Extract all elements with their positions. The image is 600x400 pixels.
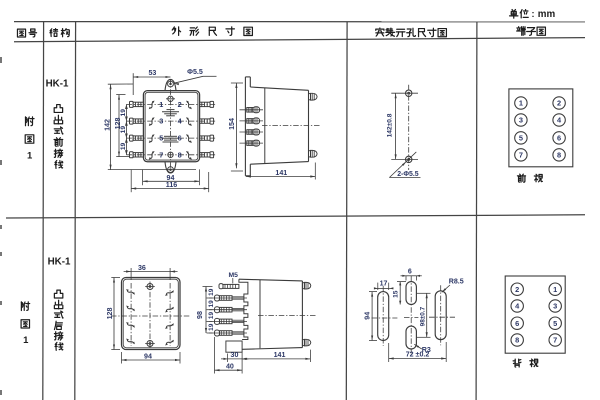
svg-text:1: 1	[27, 151, 33, 162]
svg-text:1: 1	[23, 335, 29, 346]
svg-text:94: 94	[364, 312, 372, 320]
svg-text:19: 19	[208, 288, 215, 296]
svg-text:1: 1	[519, 99, 523, 108]
svg-text:5: 5	[159, 134, 163, 143]
svg-text:19: 19	[120, 109, 127, 117]
svg-text:128: 128	[114, 118, 122, 130]
svg-text::: :	[532, 9, 535, 19]
svg-text:R8.5: R8.5	[449, 277, 464, 285]
svg-text:HK-1: HK-1	[48, 257, 71, 268]
svg-text:141: 141	[274, 351, 286, 359]
svg-text:6: 6	[557, 134, 561, 143]
svg-text:19: 19	[208, 312, 215, 320]
svg-text:98±0.7: 98±0.7	[419, 306, 426, 326]
svg-text:19: 19	[120, 142, 127, 150]
svg-text:128: 128	[106, 308, 114, 320]
svg-text:7: 7	[159, 150, 163, 159]
svg-text:15: 15	[392, 290, 399, 298]
svg-text:142: 142	[104, 119, 112, 131]
svg-text:6: 6	[408, 268, 412, 275]
svg-text:19: 19	[208, 323, 215, 331]
svg-text:7: 7	[519, 151, 523, 160]
svg-text:2: 2	[178, 100, 182, 109]
svg-text:2: 2	[515, 285, 519, 294]
svg-text:36: 36	[138, 264, 146, 272]
svg-text:116: 116	[166, 181, 177, 189]
svg-text:HK-1: HK-1	[46, 78, 69, 89]
svg-text:2-Φ5.5: 2-Φ5.5	[397, 171, 419, 178]
svg-text:4: 4	[557, 116, 562, 125]
svg-text:98: 98	[196, 311, 204, 319]
svg-text:3: 3	[553, 302, 557, 311]
svg-text:40: 40	[226, 363, 234, 371]
svg-text:94: 94	[144, 352, 152, 360]
svg-text:1: 1	[159, 100, 163, 109]
svg-text:R3: R3	[422, 346, 431, 354]
svg-text:4: 4	[178, 117, 183, 126]
svg-text:7: 7	[553, 336, 557, 345]
svg-text:17: 17	[380, 280, 388, 287]
svg-text:8: 8	[178, 150, 182, 159]
svg-text:6: 6	[515, 319, 519, 328]
svg-text:154: 154	[228, 118, 236, 130]
svg-text:53: 53	[148, 69, 156, 77]
svg-text:72 ±0.2: 72 ±0.2	[406, 350, 430, 358]
svg-text:19: 19	[120, 126, 127, 134]
svg-text:5: 5	[553, 319, 557, 328]
svg-text:5: 5	[519, 134, 523, 143]
svg-text:141: 141	[275, 169, 287, 177]
svg-text:8: 8	[515, 336, 519, 345]
svg-text:Φ5.5: Φ5.5	[187, 68, 203, 76]
svg-text:3: 3	[159, 117, 163, 126]
svg-text:94: 94	[167, 174, 175, 182]
svg-text:6: 6	[178, 134, 182, 143]
svg-text:3: 3	[519, 116, 523, 125]
svg-text:M5: M5	[228, 272, 238, 279]
svg-text:8: 8	[557, 151, 561, 160]
svg-text:2: 2	[557, 99, 561, 108]
svg-text:19: 19	[208, 300, 215, 308]
svg-text:4: 4	[515, 302, 520, 311]
svg-text:1: 1	[553, 285, 557, 294]
svg-text:142±0.8: 142±0.8	[386, 113, 393, 137]
svg-text:30: 30	[231, 351, 239, 359]
svg-text:mm: mm	[538, 9, 556, 20]
